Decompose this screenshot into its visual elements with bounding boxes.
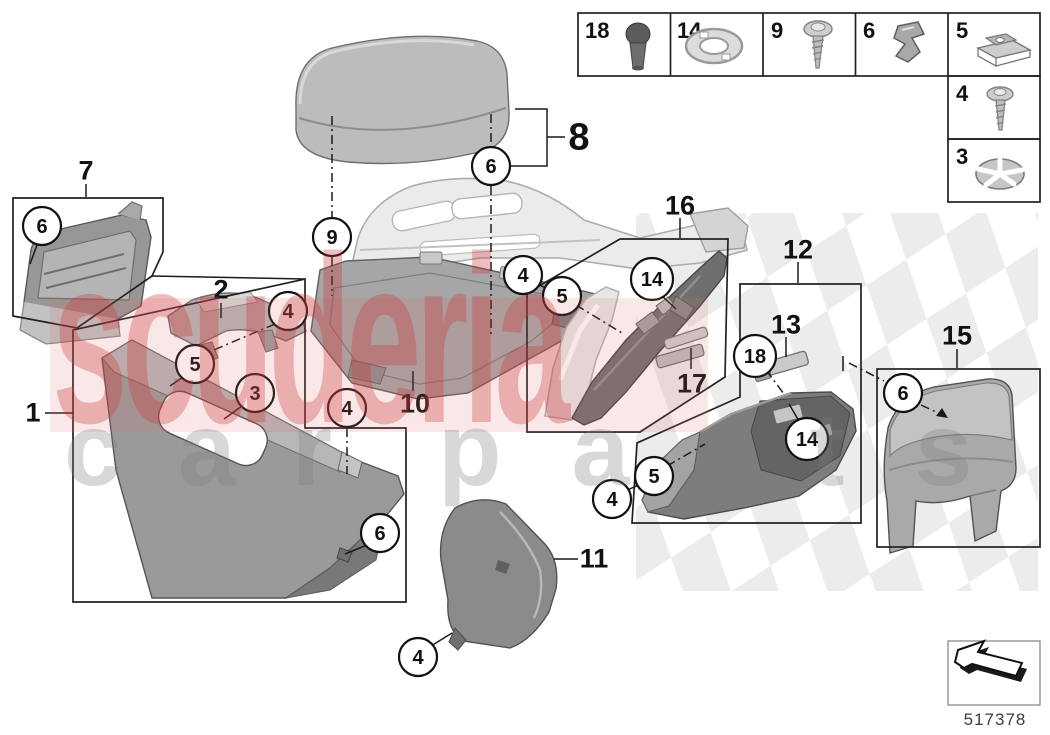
watermark-word-parts: parts: [438, 392, 1043, 508]
svg-text:4: 4: [517, 265, 529, 287]
svg-text:4: 4: [412, 647, 424, 669]
group-box-1: [72, 277, 407, 603]
label-part-10: 10: [400, 388, 430, 418]
label-part-12: 12: [783, 234, 813, 264]
svg-text:6: 6: [485, 156, 496, 178]
legend-num-4: 4: [956, 81, 969, 106]
svg-text:3: 3: [249, 383, 260, 405]
part-16-armrest-assembly: [544, 250, 728, 426]
group-box-15: [876, 368, 1041, 548]
svg-text:9: 9: [326, 227, 337, 249]
callout-circle-5: 5: [541, 275, 583, 317]
callout-circle-9: 9: [311, 216, 353, 258]
callout-circle-4: 4: [502, 254, 544, 296]
callout-circle-5: 5: [174, 343, 216, 385]
leader-lines: [29, 108, 958, 647]
cage-nut-icon: [976, 33, 1032, 68]
label-part-8: 8: [568, 116, 589, 158]
svg-text:6: 6: [897, 383, 908, 405]
callout-circle-5: 5: [633, 455, 675, 497]
lock-washer-icon: [684, 27, 744, 65]
svg-text:4: 4: [341, 398, 353, 420]
watermark-band: [50, 298, 708, 432]
legend-num-18: 18: [585, 18, 609, 43]
label-part-17: 17: [677, 368, 707, 398]
callout-circle-4: 4: [397, 636, 439, 678]
label-part-16: 16: [665, 190, 695, 220]
brand-logo-box: [947, 639, 1041, 706]
svg-text:18: 18: [744, 346, 766, 368]
callout-circle-4: 4: [326, 387, 368, 429]
legend-num-5: 5: [956, 18, 968, 43]
svg-text:5: 5: [189, 354, 200, 376]
part-11-rear-cover: [439, 499, 558, 651]
watermark-brand-text: scuderia: [52, 208, 570, 473]
label-part-11: 11: [580, 543, 609, 573]
tapping-screw-icon: [803, 20, 833, 69]
part-8-armrest-lid: [295, 35, 510, 165]
svg-text:14: 14: [796, 429, 819, 451]
dash-dot-lines: [208, 114, 948, 474]
label-part-2: 2: [213, 274, 228, 304]
label-part-1: 1: [25, 397, 40, 427]
part-17-latch-strips: [655, 326, 709, 369]
callout-circle-18: 18: [732, 333, 778, 379]
svg-text:4: 4: [282, 301, 294, 323]
legend-num-9: 9: [771, 18, 783, 43]
ball-pin-icon: [625, 22, 651, 71]
svg-text:14: 14: [641, 269, 664, 291]
part-7-storage-tray: [19, 201, 152, 345]
svg-text:6: 6: [374, 523, 385, 545]
callout-circle-6: 6: [470, 145, 512, 187]
arrowhead: [936, 408, 948, 418]
callout-circle-6: 6: [882, 372, 924, 414]
callout-circle-4: 4: [267, 290, 309, 332]
arrow-logo-icon: [953, 639, 1027, 682]
part-9-armrest-frame: [346, 177, 749, 283]
svg-text:5: 5: [556, 286, 567, 308]
spring-clip-icon: [893, 21, 926, 63]
group-box-12: [631, 283, 862, 524]
legend-num-6: 6: [863, 18, 875, 43]
watermark-word-car: car: [64, 392, 389, 508]
callout-circle-4: 4: [591, 478, 633, 520]
svg-text:4: 4: [606, 489, 618, 511]
document-number: 517378: [964, 710, 1027, 729]
callout-circle-14: 14: [629, 256, 675, 302]
box7-to-box1-connector: [151, 275, 306, 280]
callout-circle-14: 14: [784, 416, 830, 462]
svg-text:6: 6: [36, 216, 47, 238]
fastener-legend-table: 18 14 9 6 5 4 3: [577, 12, 1041, 203]
label-part-7: 7: [78, 155, 93, 185]
screw-icon: [986, 86, 1014, 131]
callout-circle-6: 6: [359, 512, 401, 554]
label-part-15: 15: [942, 320, 972, 350]
star-lock-washer-icon: [975, 157, 1025, 190]
legend-num-3: 3: [956, 144, 968, 169]
part-1-side-trim-panel: [101, 339, 405, 599]
svg-text:5: 5: [648, 466, 659, 488]
callout-circle-3: 3: [234, 372, 276, 414]
label-part-13: 13: [771, 309, 801, 339]
callout-circle-6: 6: [21, 205, 63, 247]
